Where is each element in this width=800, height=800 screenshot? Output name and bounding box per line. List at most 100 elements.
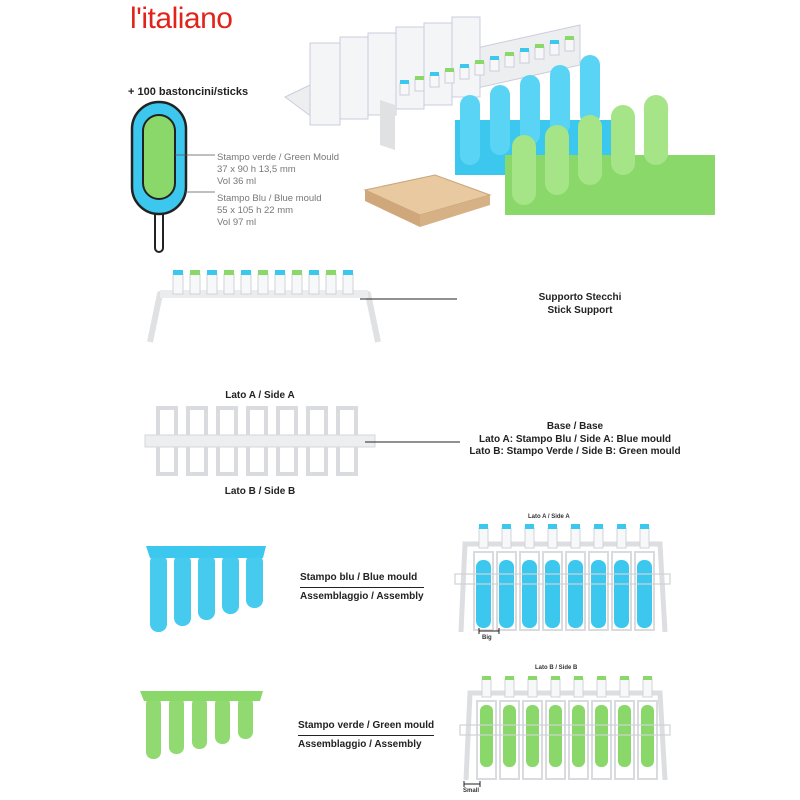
stick-cap — [489, 58, 500, 72]
green-mould-finger — [169, 697, 184, 754]
assembly-stick-holder — [550, 678, 561, 698]
green-mould-volume: Vol 36 ml — [217, 176, 257, 187]
support-stick-holder — [325, 273, 337, 295]
base-side-b-label: Lato B / Side B — [224, 486, 296, 497]
support-cap-top — [173, 270, 183, 275]
support-stick-holder — [223, 273, 235, 295]
support-cap-top — [343, 270, 353, 275]
blue-assembly-side-label: Lato A / Side A — [528, 514, 570, 520]
assembly-stick-holder — [639, 527, 650, 549]
support-leader-line — [360, 298, 457, 300]
base-frame-top — [156, 406, 178, 435]
support-cap-top — [292, 270, 302, 275]
stick-cap — [399, 82, 410, 96]
green-mould-name: Stampo verde / Green Mould — [217, 152, 339, 163]
green-mould-size: 37 x 90 h 13,5 mm — [217, 164, 296, 175]
assembly-cap-top — [571, 524, 580, 529]
support-label-en: Stick Support — [547, 304, 613, 316]
blue-mould-size: 55 x 105 h 22 mm — [217, 205, 294, 216]
assembly-base-frame — [519, 551, 540, 631]
assembly-cap-top — [479, 524, 488, 529]
assembly-stick-holder — [570, 527, 581, 549]
assembly-stick-holder — [481, 678, 492, 698]
assembly-cap-top — [597, 676, 606, 680]
hero-product-image — [284, 16, 715, 227]
assembly-blue-cell — [591, 560, 606, 628]
stick-cap-top — [520, 48, 529, 52]
blue-assembly-image — [454, 524, 671, 633]
stick-cap-top — [550, 40, 559, 44]
assembly-blue-cell — [522, 560, 537, 628]
assembly-blue-cell — [499, 560, 514, 628]
small-size-label: Small — [463, 788, 480, 794]
blue-row-labels: Stampo blu / Blue mould Assemblaggio / A… — [300, 569, 424, 605]
stick-cap-top — [415, 76, 424, 80]
assembly-cap-top — [482, 676, 491, 680]
assembly-base-frame — [588, 551, 609, 631]
blue-mould-finger — [174, 554, 191, 626]
green-mould-top — [140, 691, 263, 701]
green-row-mould-label: Stampo verde / Green mould — [298, 717, 435, 736]
base-frame-top — [186, 406, 208, 435]
green-mould-finger — [192, 697, 207, 749]
support-label: Supporto Stecchi Stick Support — [500, 292, 660, 317]
big-size-label: Big — [482, 635, 492, 641]
big-size-marker — [478, 628, 500, 634]
hero-wooden-sticks — [363, 174, 492, 227]
base-frame-top — [216, 406, 238, 435]
stick-cap-top — [475, 60, 484, 64]
base-frame-bottom — [216, 447, 238, 476]
assembly-base-frame — [611, 551, 632, 631]
support-stick-holder — [206, 273, 218, 295]
support-cap-top — [326, 270, 336, 275]
support-stick-holder — [291, 273, 303, 295]
support-cap-top — [309, 270, 319, 275]
hero-green-mould — [505, 95, 715, 215]
blue-mould-finger — [150, 554, 167, 632]
blue-mould-top — [146, 546, 266, 558]
support-stick-holder — [172, 273, 184, 295]
hero-stick-caps — [399, 36, 575, 96]
green-mould-finger — [215, 697, 230, 744]
assembly-cap-top — [617, 524, 626, 529]
assembly-base-frame — [614, 700, 635, 780]
blue-mould-image — [146, 546, 266, 632]
assembly-green-cell — [618, 705, 631, 767]
assembly-cap-top — [640, 524, 649, 529]
assembly-blue-cell — [637, 560, 652, 628]
sticks-count-label: + 100 bastoncini/sticks — [128, 86, 249, 98]
base-frame-bottom — [306, 447, 328, 476]
small-size-marker — [463, 781, 481, 787]
blue-mould-finger — [222, 554, 239, 614]
support-cap-top — [275, 270, 285, 275]
stick-cap — [519, 50, 530, 64]
stick-cap-top — [400, 80, 409, 84]
support-stick-holder — [189, 273, 201, 295]
blue-row-assembly-label: Assemblaggio / Assembly — [300, 591, 424, 602]
blue-mould-name: Stampo Blu / Blue mould — [217, 193, 322, 204]
stick-cap-top — [445, 68, 454, 72]
stick-cap-top — [565, 36, 574, 40]
assembly-green-cell — [595, 705, 608, 767]
support-cap-top — [207, 270, 217, 275]
support-label-it: Supporto Stecchi — [538, 292, 622, 303]
assembly-base-frame — [634, 551, 655, 631]
base-frame-top — [336, 406, 358, 435]
assembly-base-frame — [522, 700, 543, 780]
green-assembly-image — [459, 676, 671, 781]
base-frame-bottom — [276, 447, 298, 476]
base-frame-bottom — [336, 447, 358, 476]
green-assembly-side-label: Lato B / Side B — [535, 665, 578, 671]
base-frame-bottom — [246, 447, 268, 476]
assembly-stick-holder — [524, 527, 535, 549]
support-cap-top — [241, 270, 251, 275]
stick-cap-top — [460, 64, 469, 68]
assembly-base-frame — [637, 700, 658, 780]
support-stick-holder — [308, 273, 320, 295]
blue-mould-finger — [246, 554, 263, 608]
green-mould-spec: Stampo verde / Green Mould 37 x 90 h 13,… — [217, 152, 339, 188]
assembly-base-frame — [565, 551, 586, 631]
stick-cap-top — [505, 52, 514, 56]
assembly-green-cell — [503, 705, 516, 767]
assembly-base-frame — [476, 700, 497, 780]
